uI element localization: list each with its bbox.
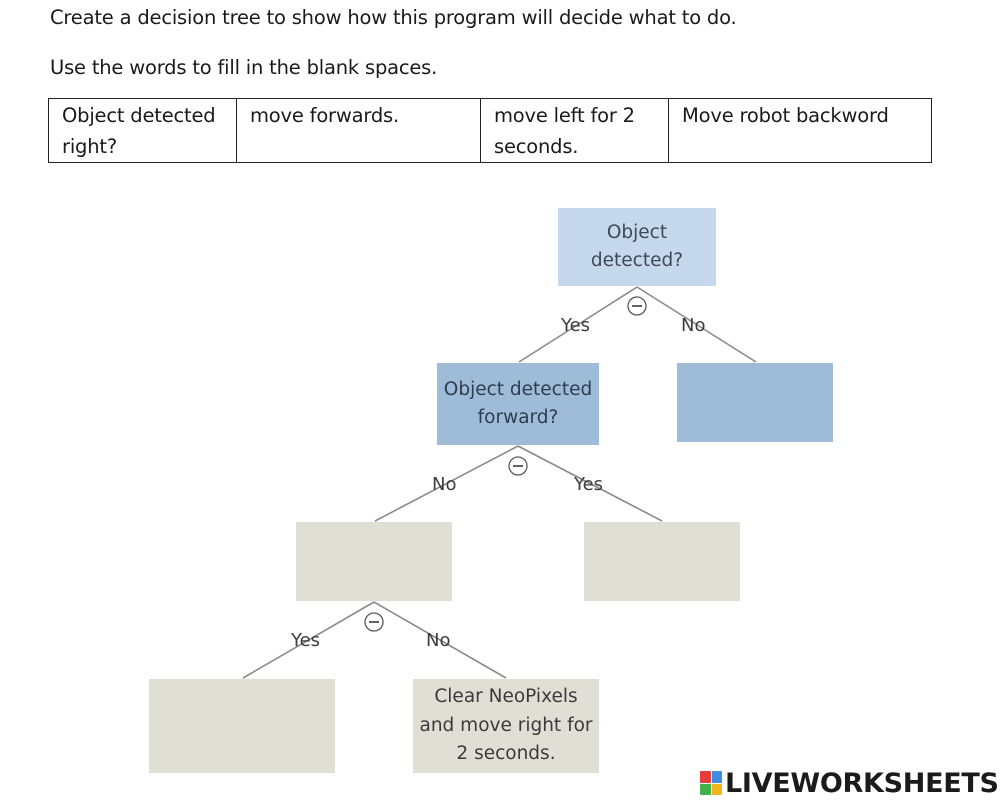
edge-l2-left: [374, 445, 519, 522]
edge-label-yes: Yes: [561, 315, 591, 336]
tree-node-blank-root-no[interactable]: [677, 363, 833, 442]
instruction-line-2: Use the words to fill in the blank space…: [50, 56, 438, 79]
instruction-line-1: Create a decision tree to show how this …: [50, 6, 737, 29]
logo-mark-icon: [700, 771, 722, 795]
tree-node-object-forward: Object detected forward?: [437, 363, 599, 445]
tree-node-blank-forward-no[interactable]: [296, 522, 452, 601]
edge-label-no: No: [432, 474, 457, 495]
word-bank-cell-1[interactable]: Object detected right?: [48, 98, 237, 163]
tree-node-blank-forward-yes[interactable]: [584, 522, 740, 601]
edge-l2-right: [517, 445, 663, 522]
edge-label-no: No: [426, 630, 451, 651]
liveworksheets-logo: LIVEWORKSHEETS: [700, 765, 999, 801]
edge-label-no: No: [681, 315, 706, 336]
edge-l3-left: [242, 601, 375, 679]
word-bank-cell-3[interactable]: move left for 2 seconds.: [480, 98, 669, 163]
edge-label-yes: Yes: [291, 630, 321, 651]
edge-root-right: [636, 286, 757, 363]
tree-node-blank-right-yes[interactable]: [149, 679, 335, 773]
tree-node-clear-neopixels: Clear NeoPixels and move right for 2 sec…: [413, 679, 599, 773]
edge-l3-right: [373, 601, 507, 679]
word-bank-cell-4[interactable]: Move robot backword: [668, 98, 932, 163]
word-bank-table: Object detected right? move forwards. mo…: [48, 98, 932, 163]
edge-label-yes: Yes: [574, 474, 604, 495]
word-bank-cell-2[interactable]: move forwards.: [236, 98, 481, 163]
edge-root-left: [518, 286, 638, 363]
logo-text: LIVEWORKSHEETS: [725, 767, 999, 799]
tree-node-root: Object detected?: [558, 208, 716, 286]
